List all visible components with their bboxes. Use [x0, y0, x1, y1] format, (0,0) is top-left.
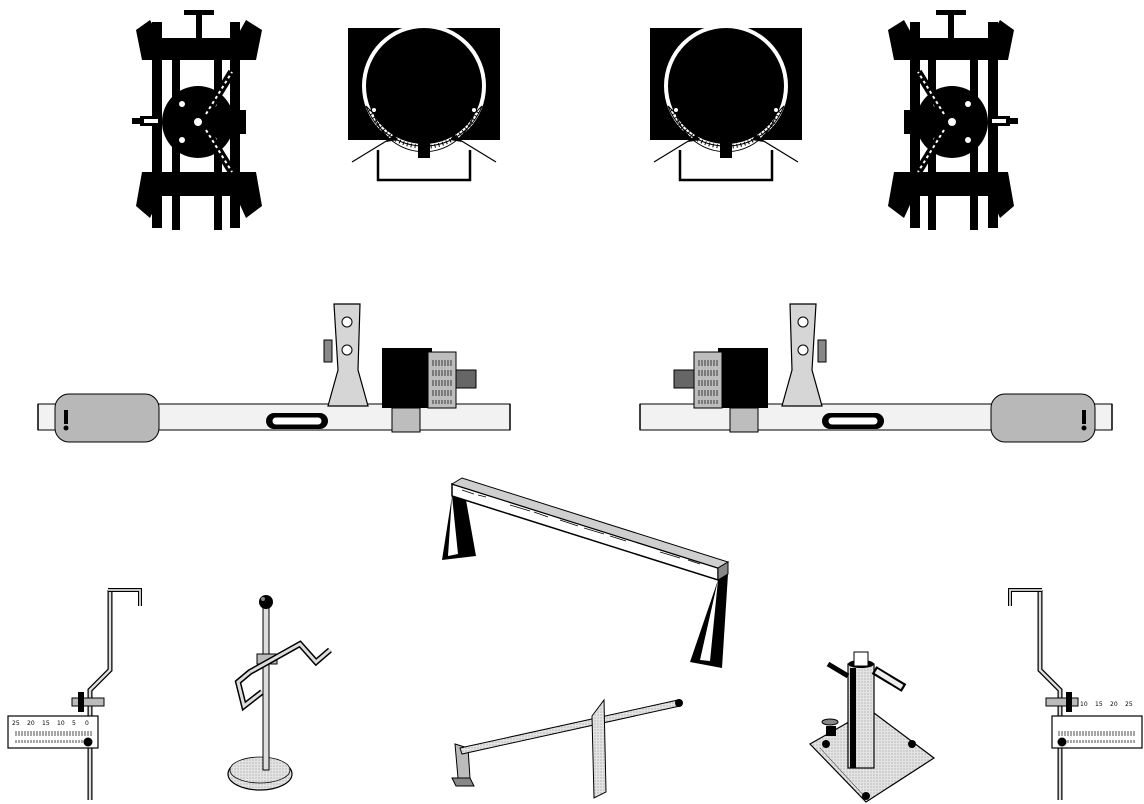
scale-label: 25 [12, 720, 20, 727]
scale-label: 5 [1068, 701, 1072, 708]
scale-label: 10 [57, 720, 65, 727]
scale-label: 20 [27, 720, 35, 727]
support-bridge [442, 477, 730, 668]
scale-label: 5 [72, 720, 76, 727]
height-gauge-left [8, 590, 140, 800]
turntable-stand [809, 651, 936, 803]
stand-rod [227, 595, 332, 791]
scale-label: 0 [85, 720, 89, 727]
wheel-clamp-right [888, 10, 1018, 230]
scale-labels-left: 25 20 15 10 5 0 [12, 720, 89, 727]
scale-labels-right: 5 10 15 20 25 [1068, 701, 1133, 708]
centering-bar [451, 698, 683, 799]
scale-label: 15 [42, 720, 50, 727]
protractor-gauge-right [648, 22, 804, 182]
wheel-clamp-left [132, 10, 262, 230]
protractor-gauge-left [346, 22, 502, 182]
slide-bar-left [37, 303, 511, 443]
height-gauge-right [1010, 590, 1142, 800]
scale-label: 10 [1080, 701, 1088, 708]
scale-label: 15 [1095, 701, 1103, 708]
scale-label: 25 [1125, 701, 1133, 708]
slide-bar-right [639, 303, 1113, 443]
scale-label: 20 [1110, 701, 1118, 708]
